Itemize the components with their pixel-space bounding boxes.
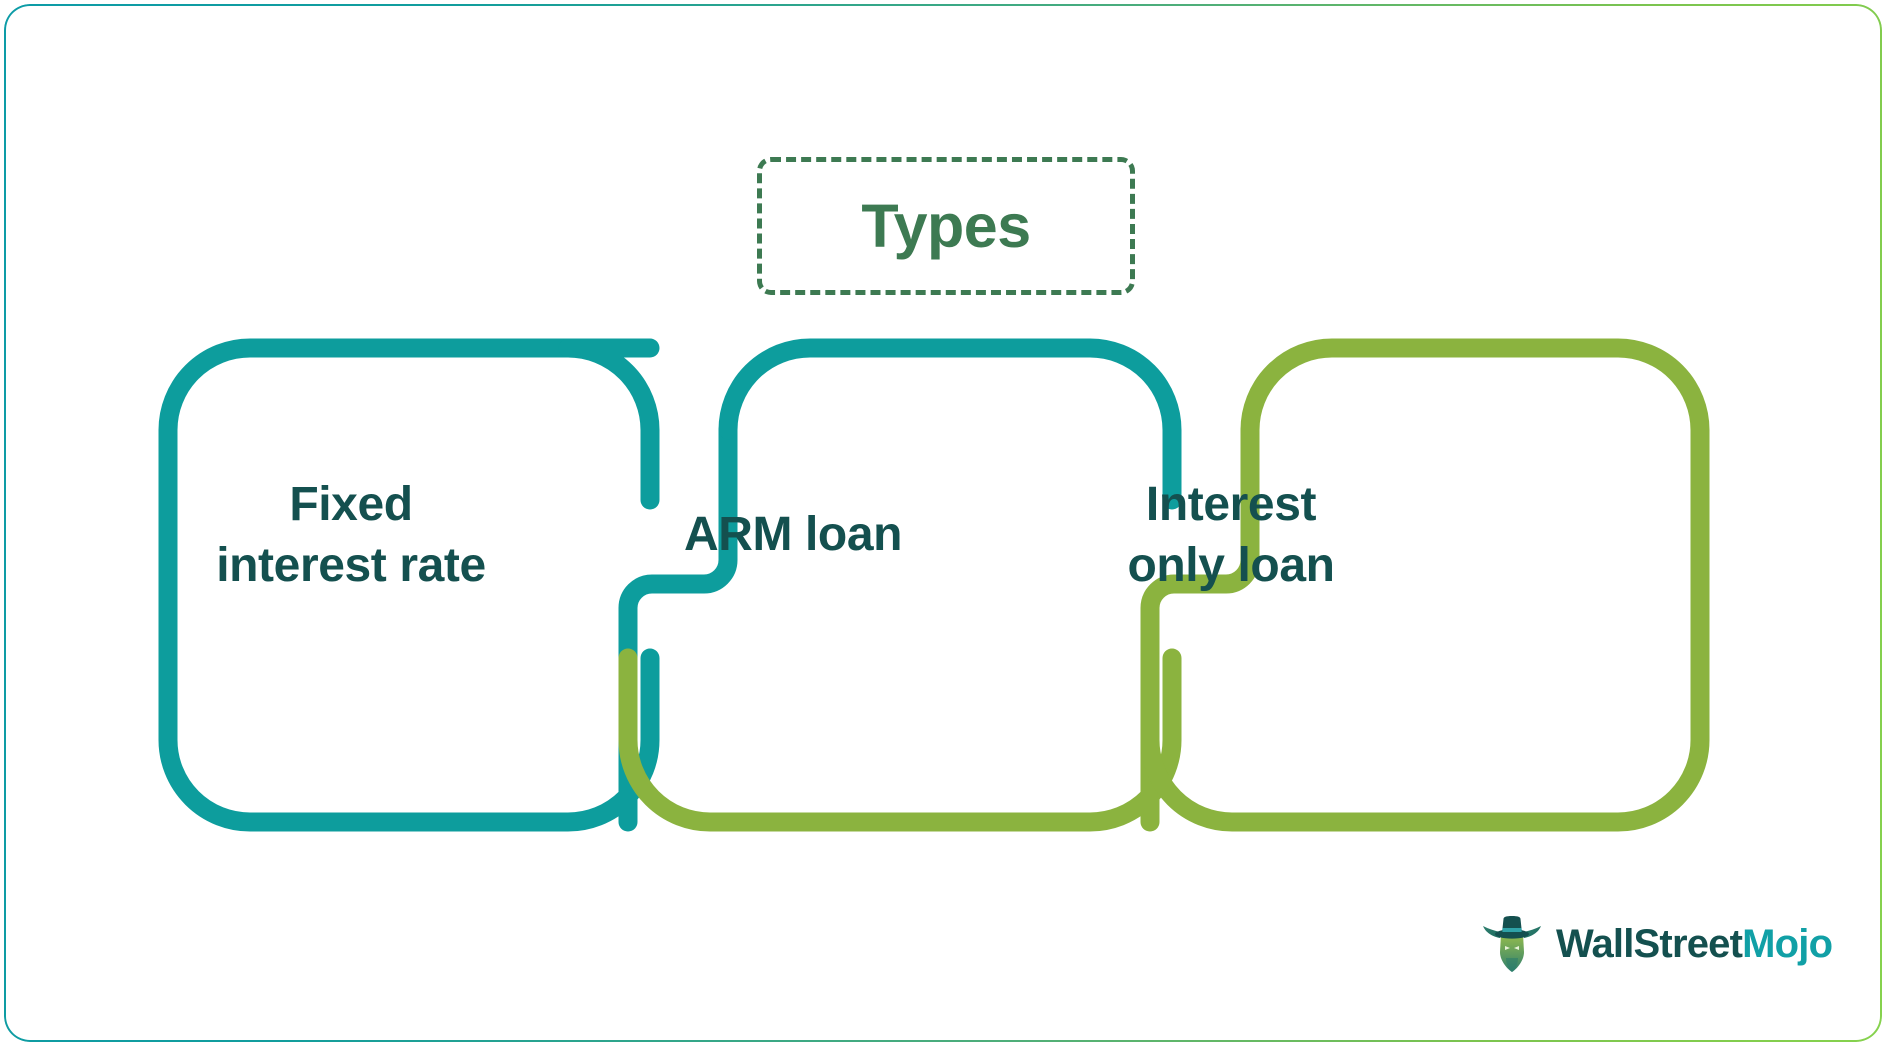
logo-word-mojo: Mojo <box>1742 921 1833 966</box>
types-header-label: Types <box>861 191 1031 260</box>
logo-wordmark: WallStreetMojo <box>1556 921 1833 967</box>
logo-word-wallstreet: WallStreet <box>1556 921 1743 966</box>
box3-line2: only loan <box>1127 539 1335 592</box>
box-label-arm-loan: ARM loan <box>628 395 958 675</box>
box1-line2: interest rate <box>216 539 486 592</box>
bull-with-tophat-icon <box>1483 916 1541 972</box>
box1-line1: Fixed <box>289 477 413 531</box>
box-label-interest-only-loan: Interest only loan <box>1066 395 1396 675</box>
wallstreetmojo-logo: WallStreetMojo <box>1480 908 1833 980</box>
types-header-box: Types <box>757 157 1135 295</box>
box-label-fixed-interest-rate: Fixed interest rate <box>186 395 516 675</box>
box3-line1: Interest <box>1145 477 1317 531</box>
box2-line1: ARM loan <box>683 508 903 562</box>
